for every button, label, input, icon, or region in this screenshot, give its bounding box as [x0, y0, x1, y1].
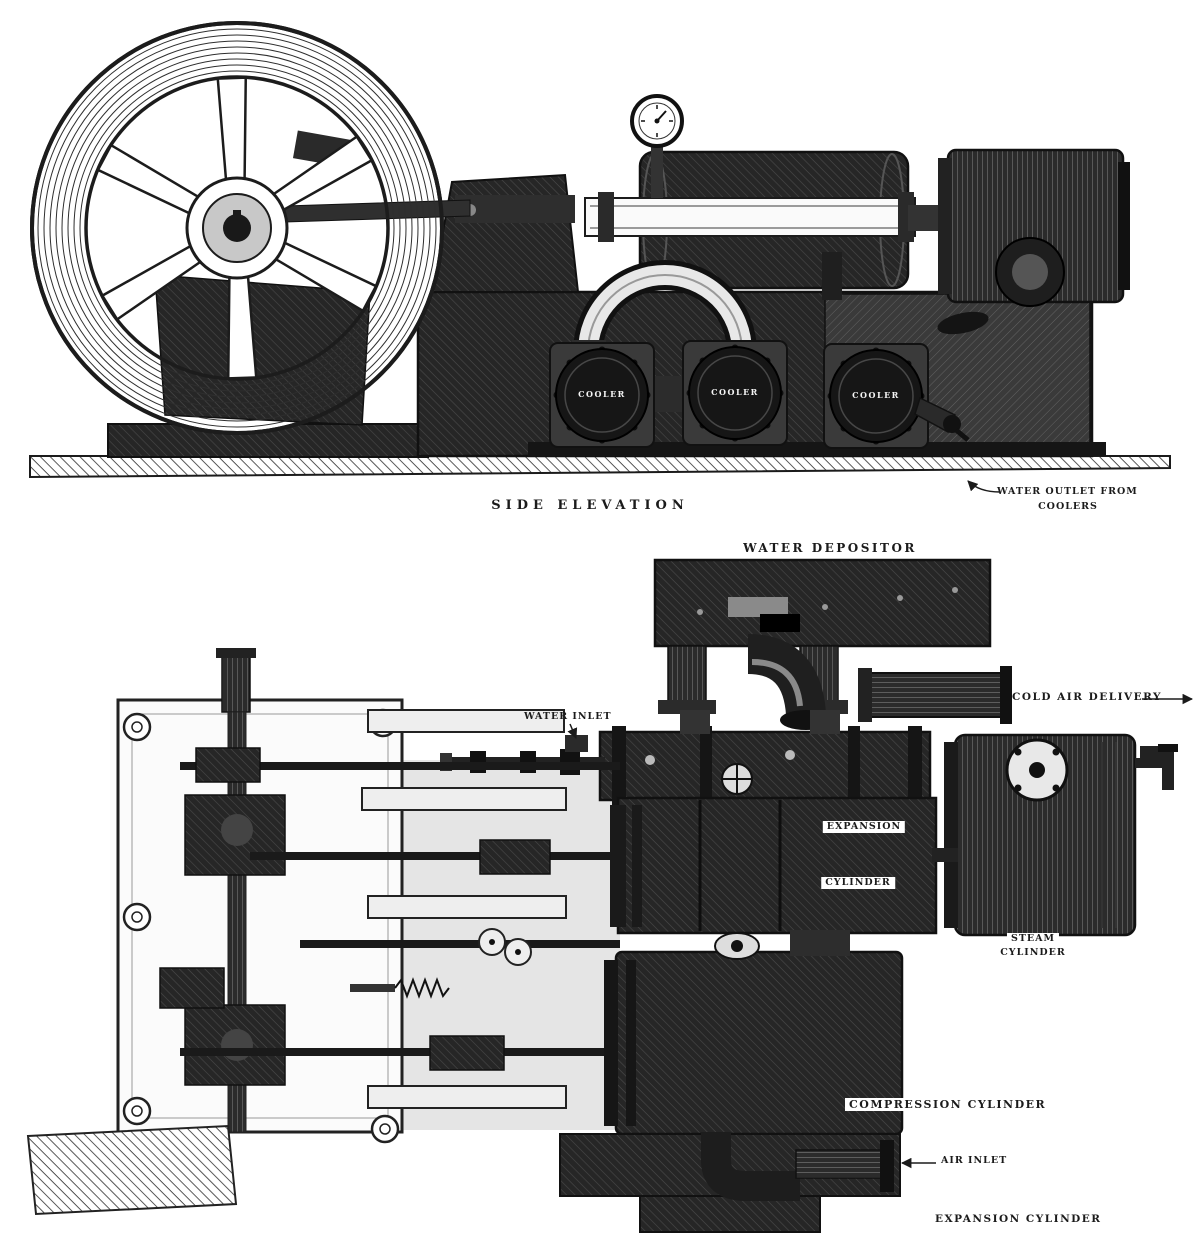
spring-coil — [394, 977, 450, 999]
water-outlet-label-line1: WATER OUTLET FROM — [997, 486, 1138, 497]
top-shaft-cap — [216, 648, 256, 658]
steam-cylinder-label-line2: CYLINDER — [996, 947, 1070, 959]
water-depositor — [653, 558, 992, 648]
water-outlet-label-line2: COOLERS — [1038, 501, 1098, 512]
flywheel-spokes — [96, 76, 378, 380]
expansion-cylinder-label-line2: CYLINDER — [821, 877, 895, 889]
crank-machinery — [154, 274, 371, 426]
expansion-cylinder-bottom-label: EXPANSION CYLINDER — [935, 1213, 1102, 1225]
cooler-label-1: COOLER — [578, 389, 626, 399]
valve-manifold — [598, 710, 932, 806]
piston-rods — [180, 762, 620, 1056]
water-inlet-arrow — [567, 723, 578, 739]
frame-lug-holes — [131, 717, 391, 1135]
flywheel — [30, 21, 471, 435]
air-inlet-label: AIR INLET — [941, 1155, 1008, 1166]
bed-bottom-flange — [528, 442, 1106, 456]
crank-frame — [116, 648, 404, 1144]
air-inlet-flange — [880, 1140, 894, 1192]
lower-structure — [559, 1132, 901, 1233]
center-fittings — [350, 928, 532, 999]
steam-cylinder — [944, 733, 1178, 937]
air-inlet-pipe — [795, 1149, 883, 1179]
right-cylinder — [938, 148, 1130, 307]
top-shaft — [221, 649, 251, 713]
pedestal — [430, 173, 580, 293]
plan-view-drawing — [26, 558, 1194, 1233]
water-depositor-label: WATER DEPOSITOR — [743, 541, 917, 555]
cooler-label-2: COOLER — [711, 387, 759, 397]
water-outlet-spout — [914, 396, 970, 442]
cold-air-delivery-label: COLD AIR DELIVERY — [1012, 691, 1163, 703]
cooler-label-3: COOLER — [852, 390, 900, 400]
bed-oval-detail — [937, 311, 989, 335]
side-elevation-caption: SIDE ELEVATION — [491, 498, 689, 513]
pipe-bracket — [822, 252, 842, 300]
expansion-cylinder-label-line1: EXPANSION — [822, 821, 906, 833]
polished-pipe — [584, 197, 916, 237]
flywheel-hub — [185, 176, 289, 280]
ground-line — [29, 455, 1171, 479]
expansion-cylinder — [610, 796, 958, 935]
water-inlet-label: WATER INLET — [524, 711, 612, 722]
pipe-flange-left — [598, 192, 614, 242]
cold-air-delivery-pipe — [858, 666, 1012, 724]
guide-bars — [361, 709, 567, 1109]
foundation-block — [26, 1124, 238, 1216]
water-outlet-arrow — [967, 480, 1001, 493]
pressure-gauge — [630, 94, 684, 198]
crank-pin-1 — [221, 814, 253, 846]
air-inlet-elbow — [701, 1132, 800, 1201]
steam-cylinder-label-line1: STEAM — [1006, 933, 1060, 945]
crossheads — [159, 747, 551, 1071]
compression-cylinder-label: COMPRESSION CYLINDER — [845, 1098, 1051, 1111]
compression-cylinder — [604, 930, 904, 1136]
side-elevation-drawing — [29, 21, 1171, 493]
crank-pin-2 — [221, 1029, 253, 1061]
